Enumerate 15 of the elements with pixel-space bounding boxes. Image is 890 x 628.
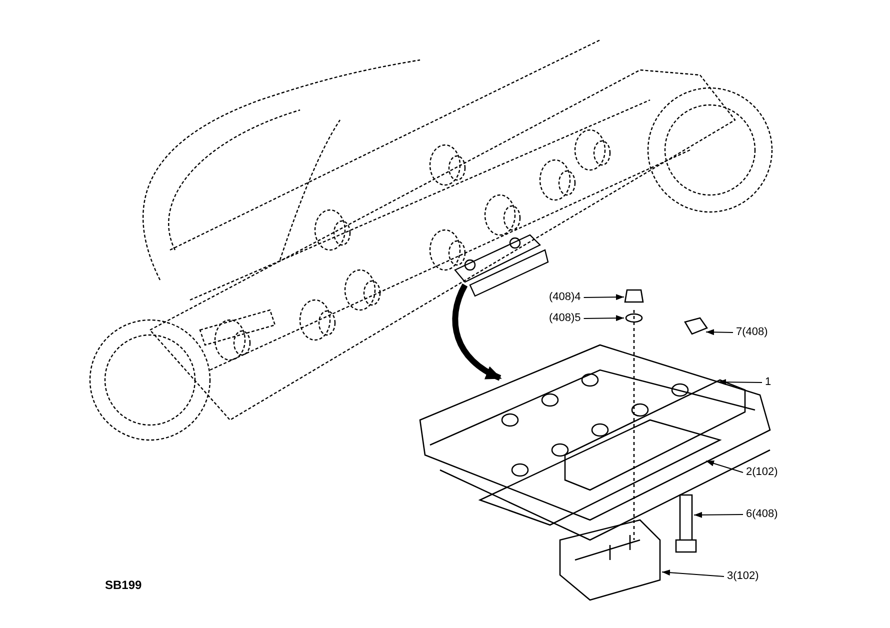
leader-line bbox=[583, 315, 624, 322]
callout-number: 7(408) bbox=[735, 326, 769, 339]
callout-number: 6(408) bbox=[745, 508, 779, 521]
leader-line bbox=[694, 512, 744, 518]
leader-line bbox=[706, 329, 734, 336]
drawing-number: SB199 bbox=[105, 578, 142, 592]
callout-number: (408)4 bbox=[548, 291, 582, 304]
leader-line bbox=[583, 294, 624, 300]
leader-line bbox=[718, 379, 762, 386]
callout-number: 2(102) bbox=[745, 466, 779, 479]
callout-number: 1 bbox=[764, 376, 772, 389]
leader-line bbox=[706, 460, 744, 473]
callout-number: 3(102) bbox=[726, 570, 760, 583]
callout-number: (408)5 bbox=[548, 312, 582, 325]
leader-line bbox=[662, 570, 724, 577]
